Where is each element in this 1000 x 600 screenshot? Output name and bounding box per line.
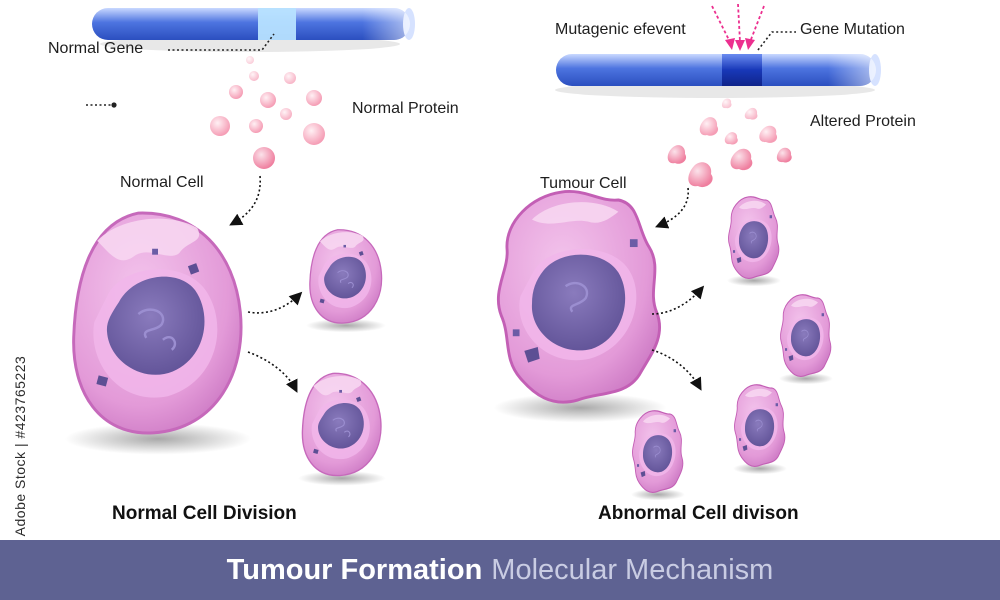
normal-daughter-cell-top — [305, 229, 387, 333]
tumour-daughter-cell-2 — [778, 294, 834, 385]
tumour-daughter-cell-4 — [630, 410, 686, 501]
normal-gene-bar — [92, 8, 415, 52]
altered-protein-blobs — [667, 98, 792, 188]
label-mutagenic-event: Mutagenic efevent — [555, 21, 686, 38]
normal-protein-dots — [210, 56, 325, 169]
arrow-division-lower — [247, 351, 298, 393]
footer-band — [0, 540, 1000, 600]
label-altered-protein: Altered Protein — [810, 113, 916, 130]
mutated-gene-bar — [555, 54, 881, 98]
stock-id-vertical: Adobe Stock | #423765223 — [8, 356, 32, 537]
footer-title: Tumour Formation Molecular Mechanism — [0, 540, 1000, 600]
label-normal-cell: Normal Cell — [120, 174, 204, 191]
tumour-daughter-cell-1 — [726, 196, 782, 287]
arrow-abnormal-upper — [651, 285, 705, 315]
label-gene-mutation: Gene Mutation — [800, 21, 905, 38]
label-normal-gene: Normal Gene — [48, 40, 144, 57]
label-tumour-cell: Tumour Cell — [540, 175, 627, 192]
tumour-daughter-cell-3 — [732, 384, 788, 475]
stray-leader — [86, 102, 117, 108]
stock-id-text: Adobe Stock | #423765223 — [12, 355, 28, 537]
footer-title-light: Molecular Mechanism — [491, 553, 774, 586]
normal-daughter-cell-bottom — [297, 372, 387, 487]
footer-title-bold: Tumour Formation — [226, 553, 483, 586]
arrow-protein-to-tumour-cell — [655, 187, 689, 229]
normal-cell-large — [63, 211, 253, 457]
label-normal-protein: Normal Protein — [352, 100, 459, 117]
tumour-cell-large — [492, 189, 668, 424]
mutagenic-arrows — [711, 3, 765, 51]
arrow-division-upper — [247, 291, 303, 314]
caption-abnormal-cell-division: Abnormal Cell divison — [598, 503, 799, 524]
arrow-abnormal-lower — [651, 349, 702, 391]
arrow-protein-to-normal-cell — [229, 175, 261, 226]
gene-mutation-leader — [757, 31, 796, 51]
caption-normal-cell-division: Normal Cell Division — [112, 503, 297, 524]
